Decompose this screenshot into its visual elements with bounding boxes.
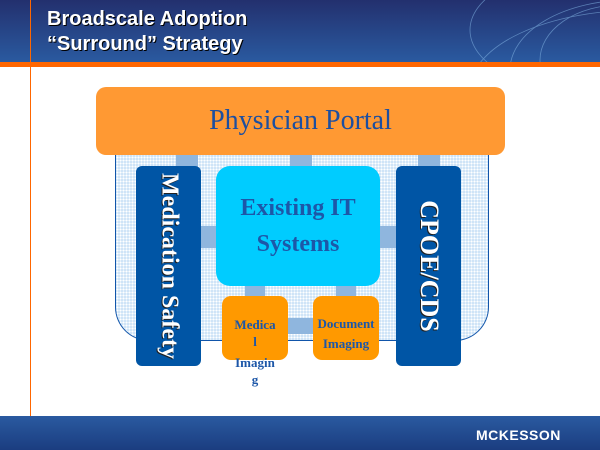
slide-footer <box>0 416 600 450</box>
connector <box>380 226 396 248</box>
medical-imaging-box: Medica l Imagin g <box>222 296 288 387</box>
existing-it-label-2: Systems <box>256 231 340 257</box>
document-imaging-line: Document <box>317 316 375 331</box>
left-rule <box>30 0 31 416</box>
medical-imaging-line: Medica <box>234 317 276 332</box>
decorative-arcs <box>469 0 600 62</box>
existing-it-systems-box: Existing IT Systems <box>216 166 380 286</box>
medical-imaging-line: g <box>251 372 259 387</box>
cpoe-cds-label: CPOE/CDS <box>414 200 444 332</box>
connector <box>418 155 440 167</box>
document-imaging-line: Imaging <box>322 336 370 351</box>
title-line-1: Broadscale Adoption <box>47 8 248 30</box>
document-imaging-box: Document Imaging <box>313 296 379 360</box>
physician-portal-box: Physician Portal <box>96 87 505 155</box>
medication-safety-label: Medication Safety <box>156 173 182 359</box>
connector <box>290 155 312 167</box>
slide-title: Broadscale Adoption “Surround” Strategy <box>47 7 247 57</box>
connector <box>336 286 356 296</box>
medication-safety-box: Medication Safety <box>136 166 201 366</box>
medical-imaging-line: Imagin <box>235 355 275 370</box>
connector <box>288 318 313 334</box>
connector <box>245 286 265 296</box>
mckesson-logo: MCKESSON <box>476 427 561 443</box>
connector <box>200 226 216 248</box>
title-line-2: “Surround” Strategy <box>47 33 243 55</box>
existing-it-label-1: Existing IT <box>240 195 356 221</box>
header-divider <box>0 62 600 67</box>
slide-header: Broadscale Adoption “Surround” Strategy <box>0 0 600 62</box>
medical-imaging-line: l <box>253 334 257 349</box>
connector <box>176 155 198 167</box>
cpoe-cds-box: CPOE/CDS <box>396 166 461 366</box>
physician-portal-label: Physician Portal <box>209 105 392 136</box>
